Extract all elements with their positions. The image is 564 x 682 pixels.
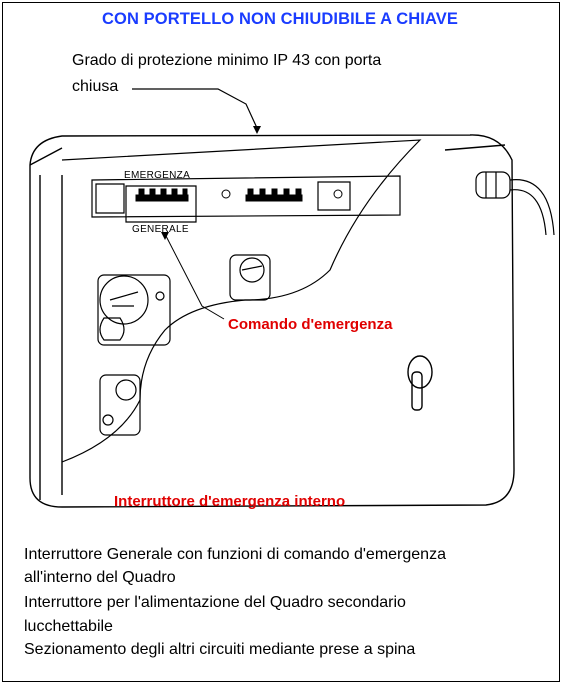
note-line-1: Interruttore Generale con funzioni di co… [24, 546, 446, 563]
callout-internal-switch: Interruttore d'emergenza interno [114, 493, 346, 510]
indicator-lamp-1 [221, 189, 231, 199]
panel-interior [61, 139, 422, 463]
panel-body [29, 134, 515, 508]
electrical-panel-drawing [29, 88, 555, 508]
figure-title: CON PORTELLO NON CHIUDIBILE A CHIAVE [102, 10, 458, 28]
socket-padlock-left [97, 274, 171, 346]
protection-text-line-1: Grado di protezione minimo IP 43 con por… [72, 52, 382, 69]
door-handle [407, 355, 433, 411]
note-line-5: Sezionamento degli altri circuiti median… [24, 641, 416, 658]
callout-emergency-command: Comando d'emergenza [228, 316, 393, 333]
cable-gland [475, 171, 555, 236]
emergency-command-leader [161, 232, 225, 320]
switch-label-generale: GENERALE [132, 224, 189, 235]
socket-lower [99, 374, 141, 436]
switch-module-emergenza [135, 188, 189, 202]
socket-right [229, 254, 271, 301]
protection-leader [132, 88, 261, 134]
indicator-lamp-2 [333, 189, 343, 199]
switch-label-emergenza: EMERGENZA [124, 170, 191, 181]
note-line-2: all'interno del Quadro [24, 569, 176, 586]
protection-text-line-2: chiusa [72, 78, 119, 95]
note-line-4: lucchettabile [24, 618, 113, 635]
note-line-3: Interruttore per l'alimentazione del Qua… [24, 594, 406, 611]
switch-module-secondary [245, 188, 303, 202]
